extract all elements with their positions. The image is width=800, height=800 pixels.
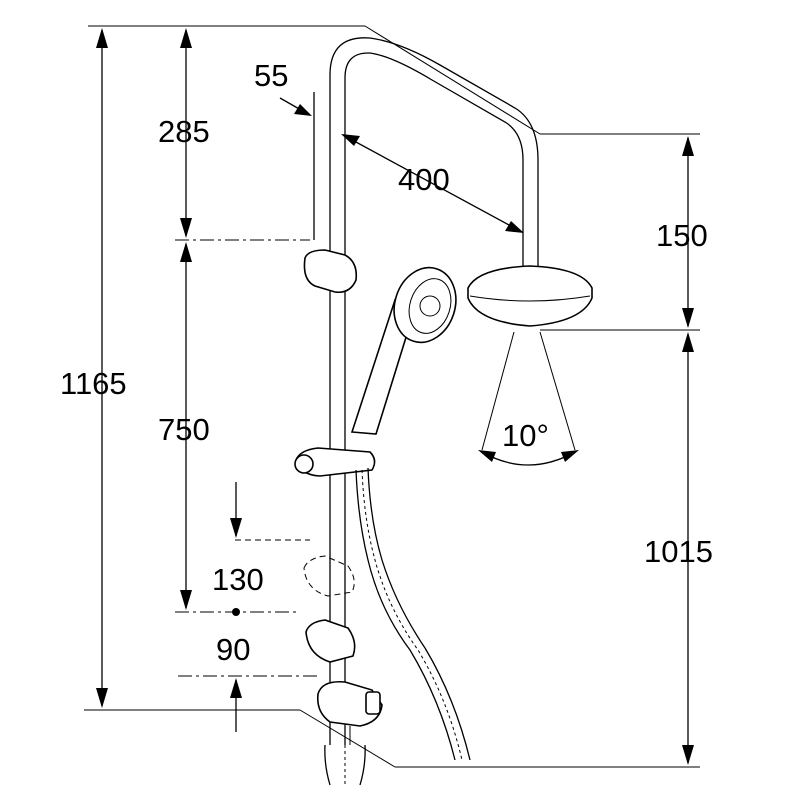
label-head-drop: 150: [656, 218, 708, 253]
diverter-connector: [316, 680, 383, 745]
label-angle: 10°: [502, 418, 549, 453]
dimension-labels: 1165 285 55 400 150 750 10° 130 90 1015: [60, 58, 713, 667]
label-slide-range: 750: [158, 412, 210, 447]
riser-rail: [313, 37, 539, 745]
top-wall-bracket: [303, 249, 358, 294]
label-total-height: 1165: [60, 366, 127, 401]
label-connector-offset: 90: [216, 632, 250, 667]
label-head-height: 1015: [644, 534, 713, 569]
dimension-lines: [96, 28, 694, 765]
label-top-section: 285: [158, 114, 210, 149]
slider-holder: [294, 447, 376, 477]
label-arm-reach: 400: [398, 162, 450, 197]
label-rail-thickness: 55: [254, 58, 288, 93]
lower-bracket-ghost: [303, 555, 355, 597]
lower-wall-bracket: [305, 619, 356, 663]
shower-hose-icon: [324, 467, 471, 786]
hand-shower-icon: [350, 266, 457, 435]
label-lower-offset: 130: [212, 562, 264, 597]
shower-head-icon: [467, 265, 593, 327]
